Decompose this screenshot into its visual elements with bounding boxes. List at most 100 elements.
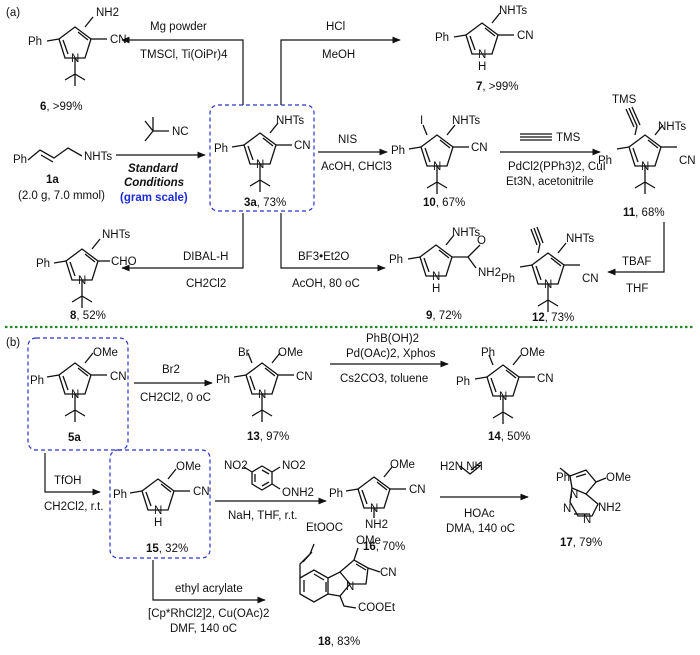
reagent-ea-3: DMF, 140 oC xyxy=(170,623,237,635)
atom-nh2-6: NH2 xyxy=(96,7,119,19)
compound-17 xyxy=(559,467,607,517)
reagent-br2-1: Br2 xyxy=(162,364,180,376)
compound-10 xyxy=(408,124,469,195)
atom-ph-17: Ph xyxy=(556,472,570,484)
label-14: 14, 50% xyxy=(488,431,530,443)
atom-nhts-7: NHTs xyxy=(499,5,527,17)
compound-8 xyxy=(53,238,110,309)
atom-ome-18: OMe xyxy=(356,535,381,547)
atom-onh2: ONH2 xyxy=(282,487,314,499)
atom-cn-11: CN xyxy=(679,155,696,167)
highlight-box-5a xyxy=(27,337,129,451)
atom-etooc: EtOOC xyxy=(306,522,343,534)
atom-ph-6: Ph xyxy=(28,36,42,48)
reagent-dibal-2: CH2Cl2 xyxy=(186,278,226,290)
atom-ome-15: OMe xyxy=(176,461,201,473)
compound-7 xyxy=(453,12,514,55)
atom-ome-13: OMe xyxy=(278,347,303,359)
label-3a: 3a, 73% xyxy=(244,197,286,209)
atom-nhts-3a: NHTs xyxy=(276,115,304,127)
reagent-hcl-2: MeOH xyxy=(322,49,355,61)
atom-n-16: N xyxy=(370,503,378,515)
reagent-sono-2: Et3N, acetonitrile xyxy=(506,176,594,188)
atom-nh2-16: NH2 xyxy=(365,519,388,531)
label-10: 10, 67% xyxy=(423,197,465,209)
atom-cn-18: CN xyxy=(380,567,397,579)
atom-ome-14: OMe xyxy=(520,347,545,359)
atom-ph-11: Ph xyxy=(598,155,612,167)
atom-ph-3a: Ph xyxy=(214,143,228,155)
atom-ome-16: OMe xyxy=(390,459,415,471)
tbu-isocyanide xyxy=(144,117,169,142)
atom-ph-10: Ph xyxy=(391,145,405,157)
atom-ph4-14: Ph xyxy=(481,347,495,359)
compound-15 xyxy=(129,468,190,511)
reagent-ea-2: [Cp*RhCl2]2, Cu(OAc)2 xyxy=(148,608,269,620)
reagent-form-2: DMA, 140 oC xyxy=(446,523,515,535)
compound-13 xyxy=(233,352,294,423)
atom-nhts-11: NHTs xyxy=(658,121,686,133)
atom-br-13: Br xyxy=(238,347,250,359)
amination-reagent xyxy=(243,465,281,491)
reagent-tfoh-1: TfOH xyxy=(54,475,81,487)
reagent-suzuki-3: Cs2CO3, toluene xyxy=(340,373,428,385)
atom-cn-14: CN xyxy=(537,373,554,385)
arrow-3a-to-6 xyxy=(121,36,244,105)
atom-n-18: N xyxy=(346,581,354,593)
atom-nh2-17: NH2 xyxy=(598,502,621,514)
reagent-mg-2: TMSCl, Ti(OiPr)4 xyxy=(140,49,228,61)
atom-n-5a: N xyxy=(71,389,79,401)
atom-n-13: N xyxy=(258,389,266,401)
reagent-tbaf-2: THF xyxy=(626,283,648,295)
reagent-dibal-1: DIBAL-H xyxy=(183,251,228,263)
atom-nhts-10: NHTs xyxy=(452,115,480,127)
atom-nhts-1a: NHTs xyxy=(84,151,112,163)
atom-nhts-8: NHTs xyxy=(102,229,130,241)
atom-n-3a: N xyxy=(256,159,264,171)
atom-n-17a: N xyxy=(570,489,578,501)
label-16: 16, 70% xyxy=(363,541,405,553)
reagent-bf3-1: BF3•Et2O xyxy=(298,251,349,263)
atom-cn-16: CN xyxy=(409,484,426,496)
label-13: 13, 97% xyxy=(247,431,289,443)
amount-1a: (2.0 g, 7.0 mmol) xyxy=(18,190,105,202)
reagent-tfoh-2: CH2Cl2, r.t. xyxy=(44,501,103,513)
reagent-ea-1: ethyl acrylate xyxy=(175,583,243,595)
reagent-suzuki-1: PhB(OH)2 xyxy=(366,333,419,345)
reagent-std-2: Conditions xyxy=(124,177,184,189)
reagent-std-1: Standard xyxy=(128,163,179,175)
atom-nhts-12: NHTs xyxy=(566,233,594,245)
atom-n-10: N xyxy=(433,161,441,173)
atom-ph5-14: Ph xyxy=(456,376,470,388)
reagent-nis-2: AcOH, CHCl3 xyxy=(321,161,392,173)
compound-11 xyxy=(616,106,677,195)
atom-cn-13: CN xyxy=(296,371,313,383)
atom-cooet-18: COOEt xyxy=(358,602,396,614)
tms-acetylene xyxy=(520,133,552,141)
atom-cn-10: CN xyxy=(471,142,488,154)
arrow-3a-to-9 xyxy=(280,213,386,272)
reagent-gram-scale: (gram scale) xyxy=(120,192,188,204)
atom-n-7: N xyxy=(478,49,486,61)
atom-no2-a: NO2 xyxy=(224,460,248,472)
atom-tms-11: TMS xyxy=(612,94,637,106)
atom-cn-5a: CN xyxy=(110,371,127,383)
label-9: 9, 72% xyxy=(426,310,462,322)
atom-n-15: N xyxy=(154,505,162,517)
compound-12 xyxy=(519,226,580,313)
label-15: 15, 32% xyxy=(146,543,188,555)
atom-ph-16: Ph xyxy=(329,488,343,500)
atom-formamidine: H2N NH xyxy=(440,461,483,473)
compound-18 xyxy=(299,543,381,609)
atom-cho-8: CHO xyxy=(111,256,137,268)
atom-h-15: H xyxy=(154,517,162,529)
atom-ome-17: OMe xyxy=(606,472,631,484)
atom-ph-8: Ph xyxy=(36,258,50,270)
compound-16 xyxy=(345,466,406,518)
atom-n-11: N xyxy=(641,161,649,173)
atom-ph-13: Ph xyxy=(216,374,230,386)
arrow-5a-to-15 xyxy=(44,453,101,496)
atom-cn-12: CN xyxy=(582,273,599,285)
atom-cn-7: CN xyxy=(517,30,534,42)
